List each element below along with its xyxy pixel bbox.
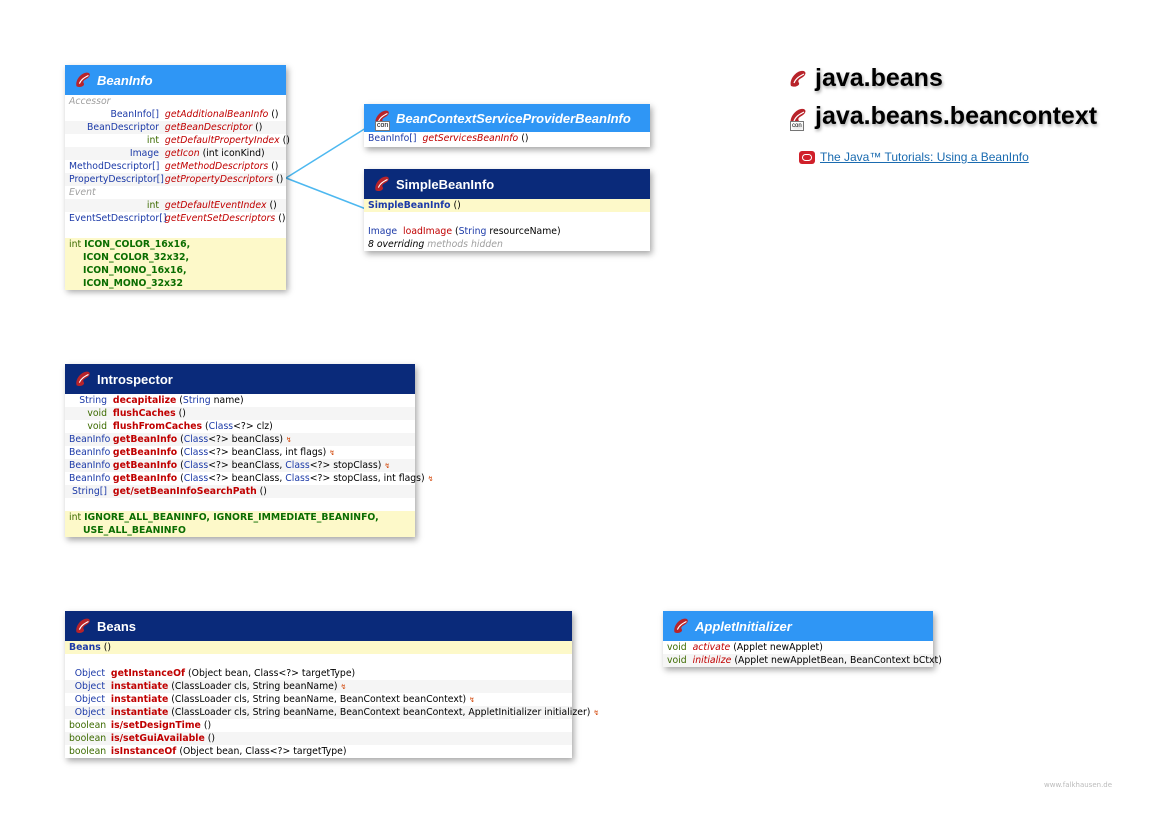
java-duke-icon <box>372 174 392 194</box>
hidden-methods-note: 8 overriding methods hidden <box>368 239 503 250</box>
class-title: AppletInitializer <box>695 618 792 634</box>
java-duke-icon: con <box>787 106 809 131</box>
method-row[interactable]: boolean isInstanceOf (Object bean, Class… <box>69 746 347 757</box>
constant-row[interactable]: ICON_MONO_32x32 <box>65 277 286 290</box>
throws-icon: ↯ <box>427 475 434 483</box>
introspector-box: Introspector String decapitalize (String… <box>65 364 434 537</box>
method-row[interactable]: Object instantiate (ClassLoader cls, Str… <box>65 680 572 693</box>
method-row[interactable]: void activate (Applet newApplet) <box>667 642 823 653</box>
constant-row[interactable]: int IGNORE_ALL_BEANINFO, IGNORE_IMMEDIAT… <box>65 511 415 524</box>
simplebeaninfo-header[interactable]: SimpleBeanInfo <box>364 169 650 199</box>
method-row[interactable]: void initialize (Applet newAppletBean, B… <box>663 654 942 667</box>
package-name: java.beans.beancontext <box>815 102 1098 130</box>
method-row[interactable]: Image getIcon (int iconKind) <box>65 147 286 160</box>
throws-icon: ↯ <box>384 462 391 470</box>
spacer <box>65 654 572 667</box>
package-title-java-beans-beancontext: con java.beans.beancontext <box>787 102 1097 131</box>
constant-row[interactable]: USE_ALL_BEANINFO <box>65 524 415 537</box>
method-row[interactable]: void flushFromCaches (Class<?> clz) <box>87 421 273 432</box>
simplebeaninfo-box: SimpleBeanInfo SimpleBeanInfo () Image l… <box>364 169 650 251</box>
method-row[interactable]: String decapitalize (String name) <box>79 395 244 406</box>
method-row[interactable]: BeanInfo getBeanInfo (Class<?> beanClass… <box>65 433 415 446</box>
class-title: SimpleBeanInfo <box>396 176 495 192</box>
tutorial-link[interactable]: The Java™ Tutorials: Using a BeanInfo <box>799 150 1029 164</box>
throws-icon: ↯ <box>285 436 292 444</box>
spacer <box>65 498 415 511</box>
method-row[interactable]: BeanInfo getBeanInfo (Class<?> beanClass… <box>69 473 434 484</box>
beaninfo-header[interactable]: BeanInfo <box>65 65 286 95</box>
method-row[interactable]: BeanDescriptor getBeanDescriptor () <box>65 121 286 134</box>
constant-row[interactable]: ICON_MONO_16x16, <box>65 264 286 277</box>
category-label: Accessor <box>69 96 111 107</box>
java-duke-icon <box>73 369 93 389</box>
method-row[interactable]: boolean is/setGuiAvailable () <box>65 732 572 745</box>
java-duke-icon <box>671 616 691 636</box>
bcspbi-header[interactable]: con BeanContextServiceProviderBeanInfo <box>364 104 650 132</box>
tutorial-link-text[interactable]: The Java™ Tutorials: Using a BeanInfo <box>820 150 1029 164</box>
footer-credit: www.falkhausen.de <box>1044 781 1113 789</box>
class-title: BeanInfo <box>97 72 153 88</box>
java-duke-icon <box>787 68 809 90</box>
throws-icon: ↯ <box>329 449 336 457</box>
method-row[interactable]: BeanInfo getBeanInfo (Class<?> beanClass… <box>69 447 336 458</box>
method-row[interactable]: EventSetDescriptor[] getEventSetDescript… <box>69 213 286 224</box>
method-row[interactable]: PropertyDescriptor[] getPropertyDescript… <box>65 173 286 186</box>
spacer <box>364 212 650 225</box>
method-row[interactable]: BeanInfo[] getAdditionalBeanInfo () <box>110 109 279 120</box>
method-row[interactable]: void flushCaches () <box>65 407 415 420</box>
connector-simplebeaninfo <box>285 177 367 210</box>
method-row[interactable]: int getDefaultPropertyIndex () <box>146 135 290 146</box>
method-row[interactable]: MethodDescriptor[] getMethodDescriptors … <box>69 161 279 172</box>
appletinitializer-box: AppletInitializer void activate (Applet … <box>663 611 942 667</box>
method-row[interactable]: BeanInfo[] getServicesBeanInfo () <box>368 133 529 144</box>
spacer <box>65 225 286 238</box>
throws-icon: ↯ <box>593 709 600 717</box>
method-row[interactable]: Object instantiate (ClassLoader cls, Str… <box>74 694 475 705</box>
method-row[interactable]: BeanInfo getBeanInfo (Class<?> beanClass… <box>65 459 415 472</box>
throws-icon: ↯ <box>469 696 475 704</box>
method-row[interactable]: Image loadImage (String resourceName) <box>368 226 561 237</box>
java-duke-icon <box>73 70 93 90</box>
appletinitializer-header[interactable]: AppletInitializer <box>663 611 933 641</box>
connector-bcspbi <box>285 127 367 179</box>
constructor-row[interactable]: Beans () <box>65 641 572 654</box>
java-duke-icon <box>73 616 93 636</box>
class-title: Beans <box>97 618 137 634</box>
introspector-header[interactable]: Introspector <box>65 364 415 394</box>
class-title: BeanContextServiceProviderBeanInfo <box>396 110 631 126</box>
method-row[interactable]: Object instantiate (ClassLoader cls, Str… <box>65 706 599 719</box>
oracle-icon <box>799 150 815 164</box>
constant-row[interactable]: int ICON_COLOR_16x16, <box>65 238 286 251</box>
constant-row[interactable]: ICON_COLOR_32x32, <box>65 251 286 264</box>
category-label: Event <box>69 187 96 198</box>
method-row[interactable]: boolean is/setDesignTime () <box>69 720 212 731</box>
class-title: Introspector <box>97 371 173 387</box>
beaninfo-box: BeanInfo Accessor BeanInfo[] getAddition… <box>65 65 290 290</box>
method-row[interactable]: int getDefaultEventIndex () <box>65 199 286 212</box>
java-duke-icon: con <box>372 108 392 131</box>
constructor-row[interactable]: SimpleBeanInfo () <box>364 199 650 212</box>
method-row[interactable]: Object getInstanceOf (Object bean, Class… <box>74 668 356 679</box>
method-row[interactable]: String[] get/setBeanInfoSearchPath () <box>65 485 415 498</box>
beans-header[interactable]: Beans <box>65 611 572 641</box>
package-title-java-beans: java.beans <box>787 64 943 93</box>
beans-box: Beans Beans () Object getInstanceOf (Obj… <box>65 611 599 758</box>
package-name: java.beans <box>815 64 943 92</box>
throws-icon: ↯ <box>340 683 347 691</box>
bcspbi-box: con BeanContextServiceProviderBeanInfo B… <box>364 104 650 147</box>
